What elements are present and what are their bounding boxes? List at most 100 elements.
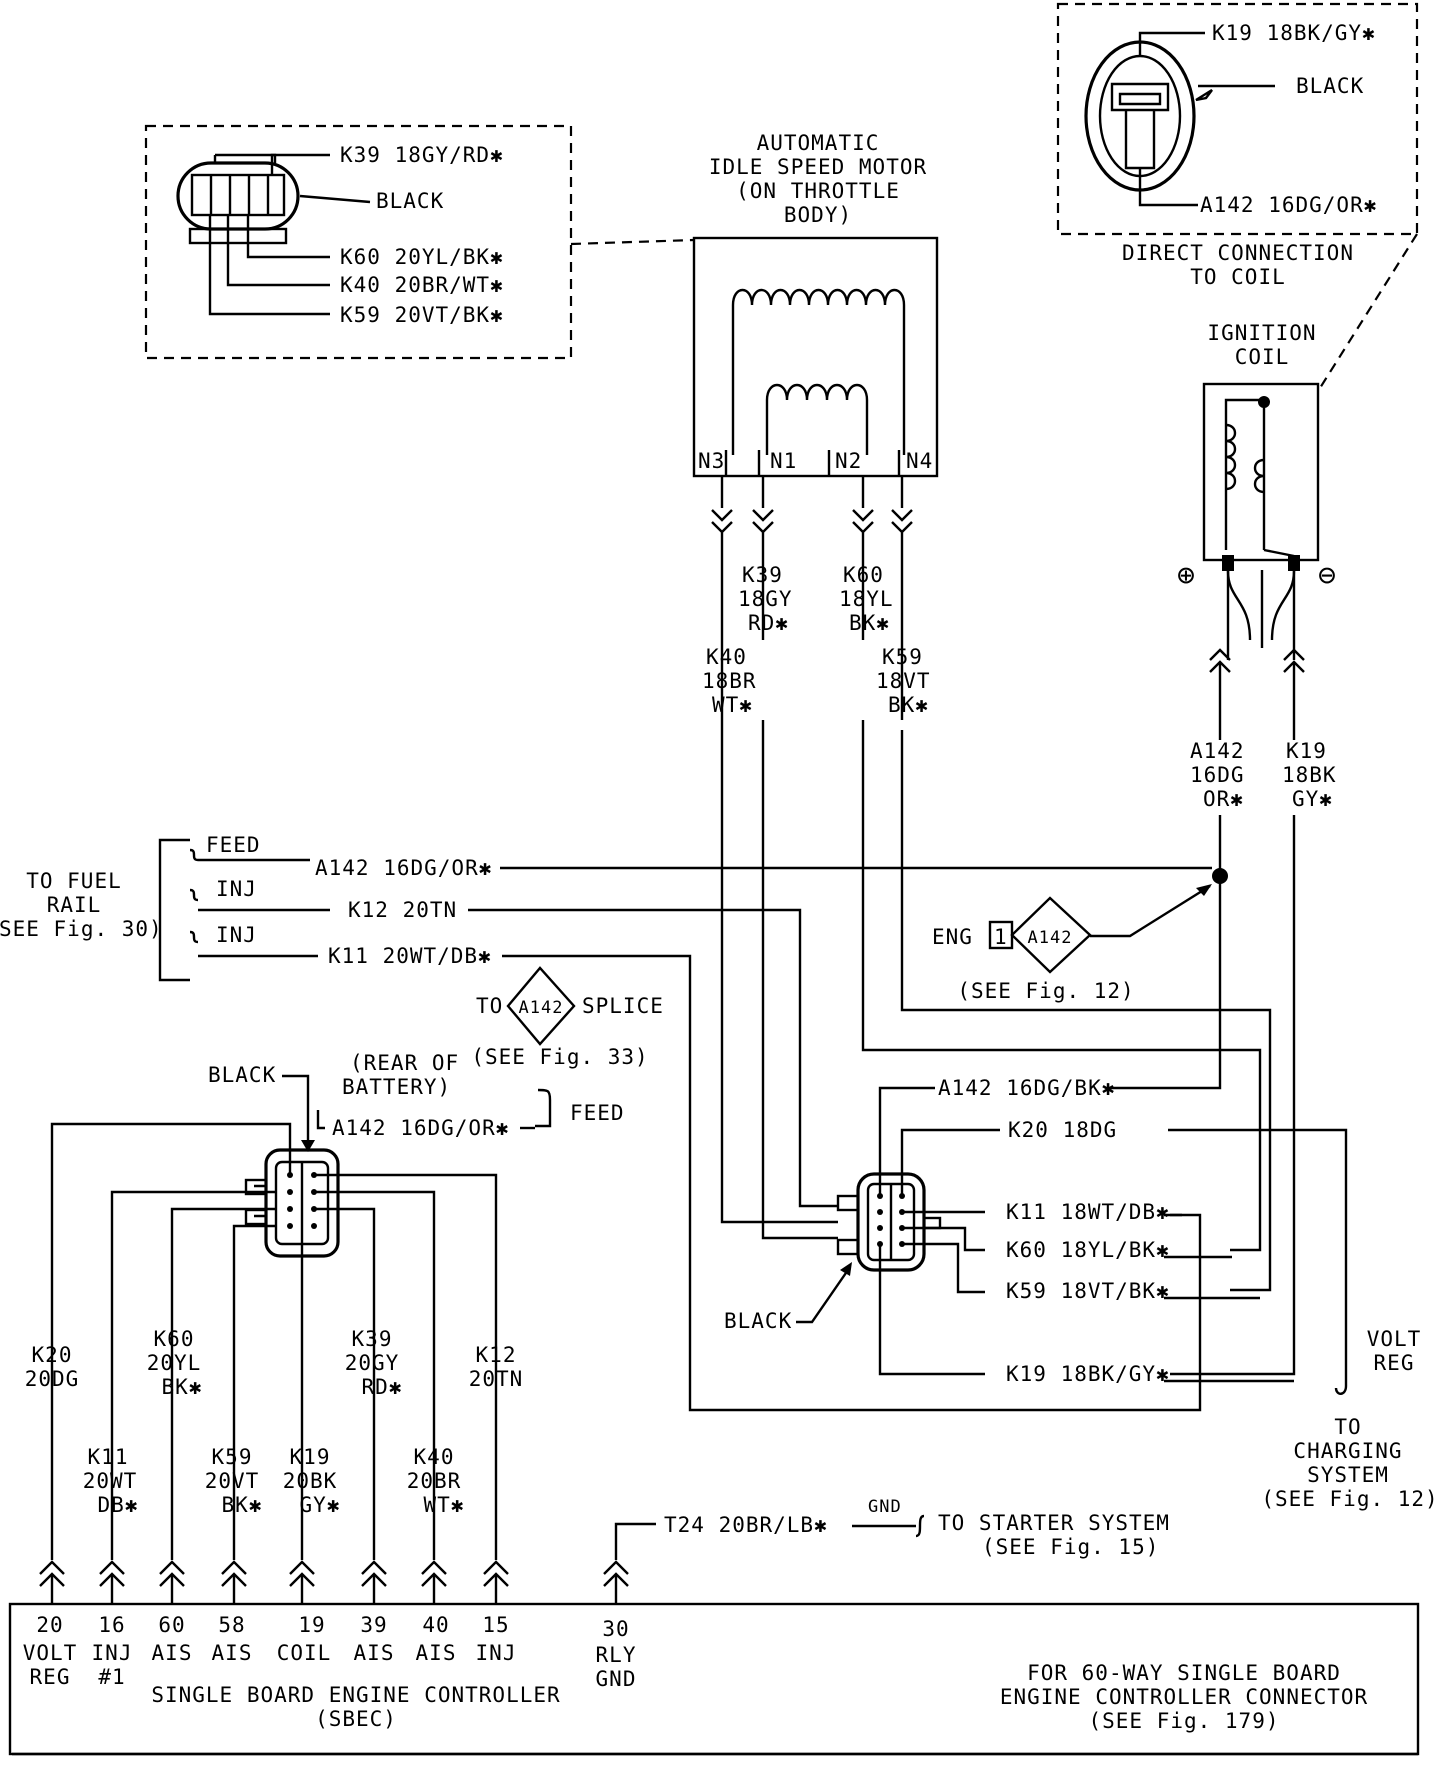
k39-wire-l3: RD✱ xyxy=(748,611,789,635)
sbec-pin-40-l1: AIS xyxy=(416,1641,457,1665)
k40-wire-l1: K40 xyxy=(706,645,747,669)
sbec-pin-19-num: 19 xyxy=(298,1613,325,1637)
volt-reg: VOLT REG TO CHARGING SYSTEM (SEE Fig. 12… xyxy=(1261,1327,1437,1511)
sbec-k11-l3: DB✱ xyxy=(98,1493,139,1517)
k19-coil-l2: 18BK xyxy=(1282,763,1337,787)
sbec-pin-16-l1: INJ xyxy=(92,1641,133,1665)
k60-detail-pin: K60 20YL/BK✱ xyxy=(340,245,504,269)
fuel-rail-l2: RAIL xyxy=(47,893,102,917)
center-k11: K11 18WT/DB✱ xyxy=(1006,1200,1170,1224)
charging-l3: SYSTEM xyxy=(1307,1463,1389,1487)
sbec-k40-l3: WT✱ xyxy=(424,1493,465,1517)
battery-rear-1: (REAR OF xyxy=(350,1051,459,1075)
coil-plus: ⊕ xyxy=(1177,558,1196,593)
to-splice-id: A142 xyxy=(519,998,564,1018)
sbec-k20-l1: K20 xyxy=(32,1343,73,1367)
sbec-k40-l1: K40 xyxy=(414,1445,455,1469)
sbec-k59-l3: BK✱ xyxy=(222,1493,263,1517)
sbec-k20-l2: 20DG xyxy=(25,1367,80,1391)
sbec-pin-19-l1: COIL xyxy=(277,1641,332,1665)
sbec-k19-l2: 20BK xyxy=(283,1469,338,1493)
fuel-rail-inj2: INJ xyxy=(216,923,257,947)
sbec-box: 20 VOLT REG 16 INJ #1 60 AIS 58 AIS 19 C… xyxy=(8,1602,1420,1756)
sbec-note-3: (SEE Fig. 179) xyxy=(1088,1709,1279,1733)
sbec-k59-l2: 20VT xyxy=(205,1469,260,1493)
sbec-pin-30-l2: GND xyxy=(596,1667,637,1691)
ais-title-3: (ON THROTTLE xyxy=(736,179,900,203)
sbec-harness xyxy=(50,1122,498,1560)
k59-wire-l2: 18VT xyxy=(876,669,931,693)
k39-detail-pin: K39 18GY/RD✱ xyxy=(340,143,504,167)
sbec-pin-58-l1: AIS xyxy=(212,1641,253,1665)
sbec-pin-30-l1: RLY xyxy=(596,1643,637,1667)
ais-motor: AUTOMATIC IDLE SPEED MOTOR (ON THROTTLE … xyxy=(692,131,939,478)
to-splice-feed: FEED xyxy=(570,1101,625,1125)
k40-wire-l2: 18BR xyxy=(702,669,757,693)
charging-l1: TO xyxy=(1334,1415,1361,1439)
sbec-k19-l1: K19 xyxy=(290,1445,331,1469)
terminal-n2: N2 xyxy=(835,449,862,473)
fuel-rail-inj1: INJ xyxy=(216,877,257,901)
fuel-rail-feed: FEED xyxy=(206,833,261,857)
sbec-k60-l3: BK✱ xyxy=(162,1375,203,1399)
battery-a142: A142 16DG/OR✱ xyxy=(332,1116,509,1140)
center-connector: A142 16DG/BK✱ K20 18DG K11 18WT/DB✱ K60 … xyxy=(724,1076,1348,1395)
sbec-pin-60-num: 60 xyxy=(158,1613,185,1637)
fuel-rail-l1: TO FUEL xyxy=(26,869,122,893)
fuel-rail: TO FUEL RAIL (SEE Fig. 30) FEED INJ INJ … xyxy=(0,833,492,982)
coil-detail-a142: A142 16DG/OR✱ xyxy=(1200,193,1377,217)
battery-rear-2: BATTERY) xyxy=(342,1075,451,1099)
k59-wire-l3: BK✱ xyxy=(888,693,929,717)
sbec-k12-l2: 20TN xyxy=(469,1367,524,1391)
sbec-k39-l1: K39 xyxy=(352,1327,393,1351)
k39-detail-color: BLACK xyxy=(376,189,444,213)
sbec-pin-39-l1: AIS xyxy=(354,1641,395,1665)
ais-title-2: IDLE SPEED MOTOR xyxy=(709,155,927,179)
battery-connector: BLACK (REAR OF BATTERY) A142 16DG/OR✱ xyxy=(208,1051,535,1258)
coil-connector-detail: K19 18BK/GY✱ BLACK A142 16DG/OR✱ DIRECT … xyxy=(1056,2,1419,389)
eng-splice: ENG 1 A142 (SEE Fig. 12) xyxy=(932,896,1134,1003)
k40-detail-pin: K40 20BR/WT✱ xyxy=(340,273,504,297)
sbec-k11-l1: K11 xyxy=(88,1445,129,1469)
sbec-k39-l3: RD✱ xyxy=(362,1375,403,1399)
fuel-wire-k12: K12 20TN xyxy=(348,898,457,922)
a142-coil-l2: 16DG xyxy=(1190,763,1245,787)
k60-wire-l2: 18YL xyxy=(839,587,894,611)
sbec-k40-l2: 20BR xyxy=(407,1469,462,1493)
sbec-pin-15-num: 15 xyxy=(482,1613,509,1637)
fuel-rail-l3: (SEE Fig. 30) xyxy=(0,917,163,941)
connector-k39-detail: K39 18GY/RD✱ BLACK K60 20YL/BK✱ K40 20BR… xyxy=(144,124,695,360)
terminal-n4: N4 xyxy=(906,449,933,473)
to-splice-to: TO xyxy=(476,994,503,1018)
sbec-pin-39-num: 39 xyxy=(360,1613,387,1637)
center-k20: K20 18DG xyxy=(1008,1118,1117,1142)
sbec-name-2: (SBEC) xyxy=(315,1707,397,1731)
ais-title-1: AUTOMATIC xyxy=(757,131,880,155)
coil-wire-labels: A142 16DG OR✱ K19 18BK GY✱ xyxy=(1190,739,1337,811)
sbec-note-2: ENGINE CONTROLLER CONNECTOR xyxy=(1000,1685,1368,1709)
coil-caption-2: TO COIL xyxy=(1190,265,1286,289)
motor-wire-labels: K39 18GY RD✱ K60 18YL BK✱ K40 18BR WT✱ K… xyxy=(702,563,931,717)
charging-l2: CHARGING xyxy=(1293,1439,1402,1463)
eng-label: ENG xyxy=(932,925,973,949)
to-splice: TO A142 SPLICE (SEE Fig. 33) FEED xyxy=(471,966,663,1128)
sbec-k19-l3: GY✱ xyxy=(300,1493,341,1517)
eng-see: (SEE Fig. 12) xyxy=(957,979,1134,1003)
sbec-pin-40-num: 40 xyxy=(422,1613,449,1637)
center-k60: K60 18YL/BK✱ xyxy=(1006,1238,1170,1262)
ignition-coil: IGNITION COIL ⊕ ⊖ xyxy=(1177,321,1336,690)
to-splice-see: (SEE Fig. 33) xyxy=(471,1045,648,1069)
sbec-pin-60-l1: AIS xyxy=(152,1641,193,1665)
coil-detail-black: BLACK xyxy=(1296,74,1364,98)
sbec-pin-20-l1: VOLT xyxy=(23,1641,78,1665)
starter-l1: TO STARTER SYSTEM xyxy=(938,1511,1170,1535)
a142-coil-l1: A142 xyxy=(1190,739,1245,763)
ground-wire: T24 20BR/LB✱ GND TO STARTER SYSTEM (SEE … xyxy=(614,1497,1170,1560)
fuel-wire-a142: A142 16DG/OR✱ xyxy=(315,856,492,880)
ground-wire-label: T24 20BR/LB✱ xyxy=(664,1513,828,1537)
volt-reg-l1: VOLT xyxy=(1367,1327,1422,1351)
sbec-wire-labels: K20 20DG K11 20WT DB✱ K60 20YL BK✱ K59 2… xyxy=(25,1327,524,1517)
sbec-k39-l2: 20GY xyxy=(345,1351,400,1375)
coil-detail-k19: K19 18BK/GY✱ xyxy=(1212,21,1376,45)
